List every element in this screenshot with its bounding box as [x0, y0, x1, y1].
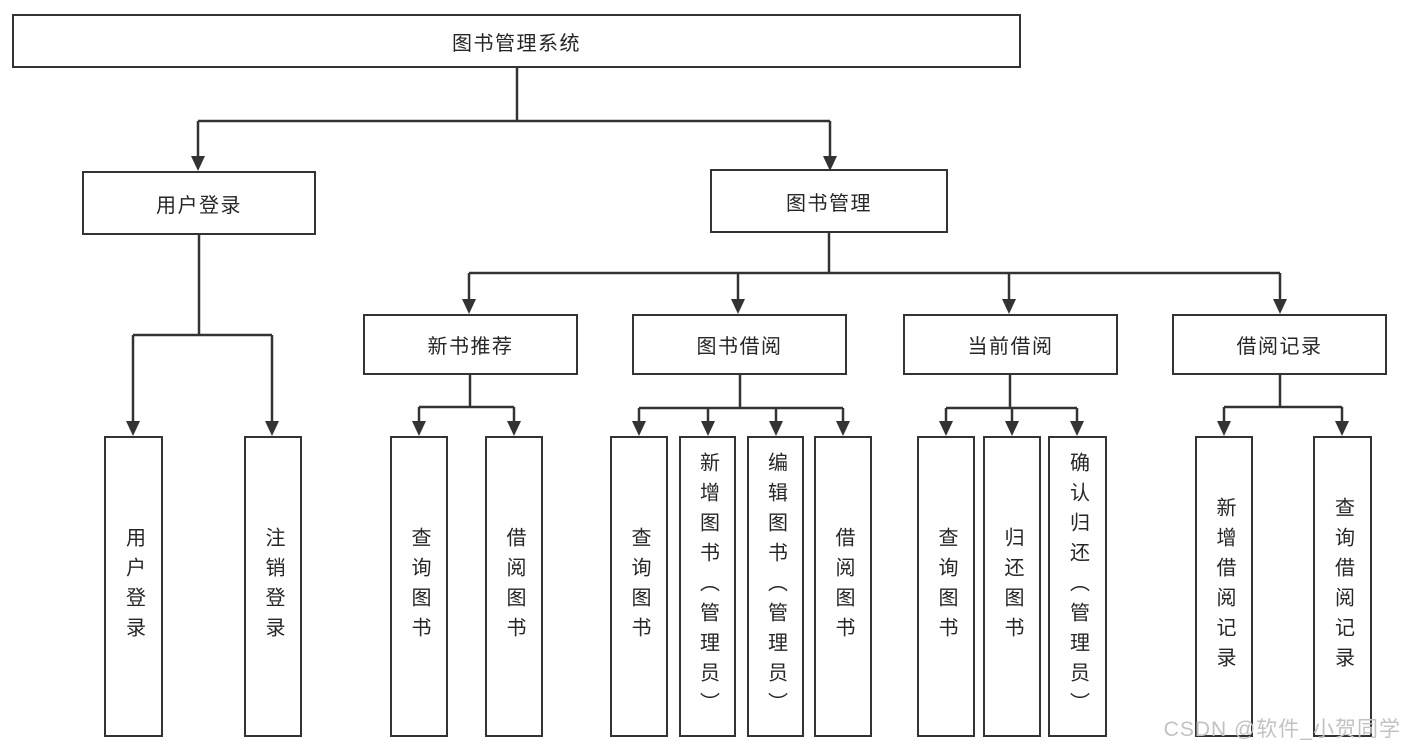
arrow-down-icon	[1273, 299, 1287, 314]
node-rec-borrow-book: 借阅图书	[485, 436, 543, 737]
node-br-query-record: 查询借阅记录	[1313, 436, 1372, 737]
node-new-book-recommend: 新书推荐	[363, 314, 578, 375]
arrow-down-icon	[769, 421, 783, 436]
arrow-down-icon	[507, 421, 521, 436]
edge-book-management-children	[467, 233, 1282, 301]
edge-borrow-record-children	[1222, 375, 1344, 423]
arrow-down-icon	[836, 421, 850, 436]
node-new-book-recommend-label: 新书推荐	[427, 336, 514, 358]
node-user-login: 用户登录	[82, 171, 316, 235]
arrow-down-icon	[1005, 421, 1019, 436]
node-borrow-record: 借阅记录	[1172, 314, 1387, 375]
arrow-down-icon	[265, 421, 279, 436]
edge-root-children	[196, 68, 832, 158]
node-current-borrow: 当前借阅	[903, 314, 1118, 375]
arrow-down-icon	[701, 421, 715, 436]
arrow-down-icon	[462, 299, 476, 314]
node-bb-add-book-label: 新增图书（管理员）	[696, 451, 719, 722]
node-rec-query-book: 查询图书	[390, 436, 448, 737]
edge-new-book-recommend-children	[417, 375, 516, 423]
node-br-add-record-label: 新增借阅记录	[1213, 496, 1235, 677]
node-br-query-record-label: 查询借阅记录	[1331, 496, 1354, 677]
arrow-down-icon	[823, 156, 837, 171]
arrow-down-icon	[1002, 299, 1016, 314]
arrow-down-icon	[191, 156, 205, 171]
node-cb-return-book: 归还图书	[983, 436, 1041, 737]
edge-user-login-children	[131, 235, 274, 423]
node-book-management: 图书管理	[710, 169, 948, 233]
node-cb-confirm-return-label: 确认归还（管理员）	[1066, 451, 1089, 722]
node-cb-query-book: 查询图书	[917, 436, 975, 737]
node-book-borrow: 图书借阅	[632, 314, 847, 375]
node-bb-add-book: 新增图书（管理员）	[679, 436, 736, 737]
node-book-borrow-label: 图书借阅	[696, 336, 783, 358]
node-logout-label: 注销登录	[262, 526, 284, 647]
node-bb-borrow-book: 借阅图书	[814, 436, 872, 737]
arrow-down-icon	[632, 421, 646, 436]
node-bb-edit-book-label: 编辑图书（管理员）	[764, 451, 787, 722]
arrow-down-icon	[126, 421, 140, 436]
arrow-down-icon	[412, 421, 426, 436]
node-root: 图书管理系统	[12, 14, 1021, 68]
arrow-down-icon	[731, 299, 745, 314]
node-user-login-label: 用户登录	[156, 194, 242, 217]
node-cb-confirm-return: 确认归还（管理员）	[1048, 436, 1107, 737]
node-current-borrow-label: 当前借阅	[967, 336, 1054, 358]
node-bb-borrow-book-label: 借阅图书	[832, 526, 854, 647]
node-rec-borrow-book-label: 借阅图书	[503, 526, 525, 647]
node-login: 用户登录	[104, 436, 163, 737]
node-borrow-record-label: 借阅记录	[1236, 336, 1323, 358]
node-br-add-record: 新增借阅记录	[1195, 436, 1253, 737]
node-bb-query-book-label: 查询图书	[628, 526, 650, 647]
node-bb-edit-book: 编辑图书（管理员）	[747, 436, 804, 737]
node-book-management-label: 图书管理	[786, 192, 872, 215]
node-rec-query-book-label: 查询图书	[408, 526, 430, 647]
node-bb-query-book: 查询图书	[610, 436, 668, 737]
edge-current-borrow-children	[944, 375, 1079, 423]
node-cb-return-book-label: 归还图书	[1001, 526, 1023, 647]
arrowheads	[126, 156, 1349, 436]
arrow-down-icon	[939, 421, 953, 436]
edge-book-borrow-children	[637, 375, 845, 423]
node-cb-query-book-label: 查询图书	[935, 526, 957, 647]
node-root-label: 图书管理系统	[452, 32, 581, 55]
node-logout: 注销登录	[244, 436, 302, 737]
connector-paths	[131, 68, 1344, 423]
arrow-down-icon	[1217, 421, 1231, 436]
arrow-down-icon	[1070, 421, 1084, 436]
node-login-label: 用户登录	[122, 526, 145, 647]
arrow-down-icon	[1335, 421, 1349, 436]
